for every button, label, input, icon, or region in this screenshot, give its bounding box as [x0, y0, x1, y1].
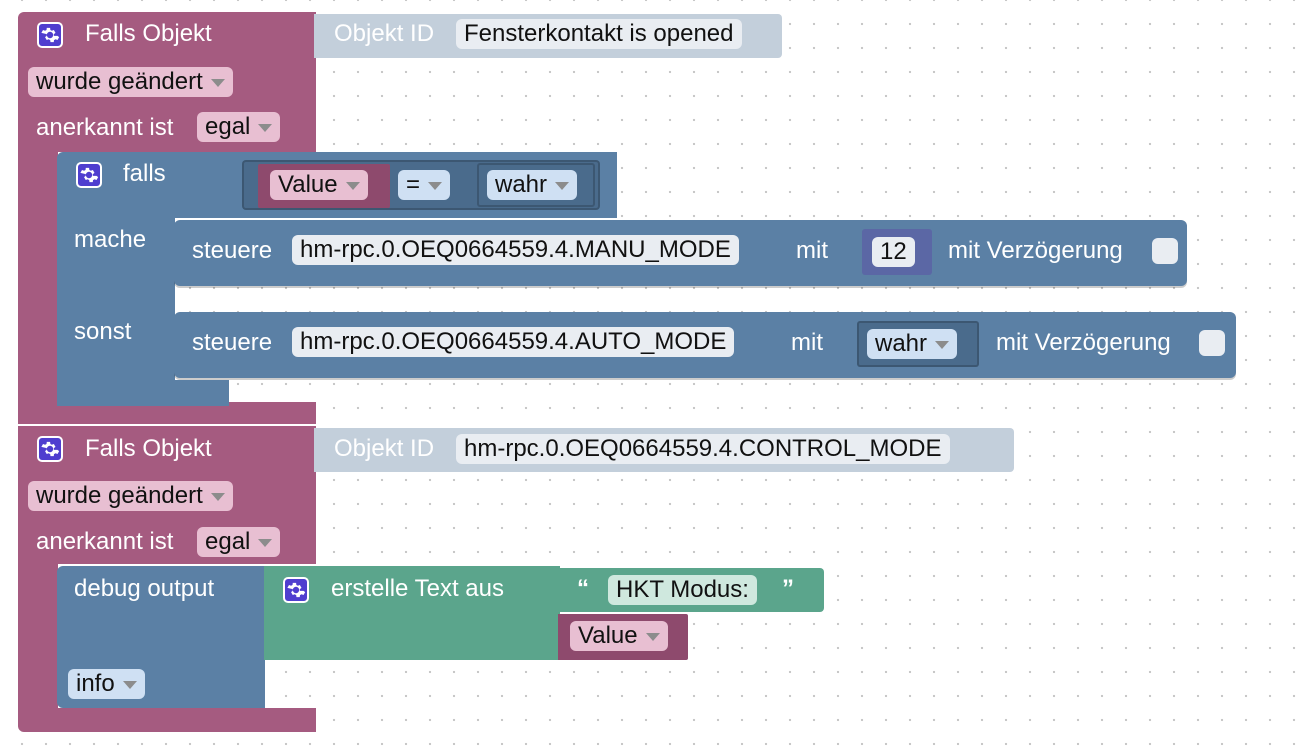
mit-label: mit	[791, 329, 823, 356]
string-field[interactable]: HKT Modus:	[608, 575, 757, 605]
trigger-dropdown[interactable]: wurde geändert	[28, 67, 233, 97]
open-quote-icon: “	[577, 575, 589, 602]
gear-icon[interactable]	[37, 22, 63, 48]
object-id-label: Objekt ID	[334, 435, 435, 462]
steuere-label: steuere	[192, 329, 273, 356]
delay-label: mit Verzögerung	[996, 329, 1171, 356]
falls-label: falls	[123, 160, 166, 187]
delay-label: mit Verzögerung	[948, 237, 1123, 264]
mit-label: mit	[796, 237, 828, 264]
ack-label: anerkannt ist	[36, 114, 174, 141]
checkbox-icon[interactable]	[1199, 330, 1225, 356]
boolean-dropdown[interactable]: wahr	[487, 170, 578, 200]
event-block-1-footer	[18, 402, 316, 424]
if-else-rail	[57, 210, 175, 406]
number-field[interactable]: 12	[872, 237, 915, 267]
object-field-auto[interactable]: hm-rpc.0.OEQ0664559.4.AUTO_MODE	[292, 327, 735, 357]
event-title: Falls Objekt	[85, 435, 212, 462]
trigger-dropdown[interactable]: wurde geändert	[28, 481, 233, 511]
object-id-label: Objekt ID	[334, 20, 435, 47]
value-dropdown[interactable]: Value	[570, 621, 668, 651]
object-id-field[interactable]: hm-rpc.0.OEQ0664559.4.CONTROL_MODE	[456, 434, 950, 464]
event-title: Falls Objekt	[85, 20, 212, 47]
value-dropdown[interactable]: Value	[270, 170, 368, 200]
event-block-1-left-rail	[18, 140, 58, 410]
boolean-dropdown[interactable]: wahr	[867, 329, 958, 359]
debug-label: debug output	[74, 575, 215, 602]
event-block-2-footer	[18, 708, 316, 732]
sonst-label: sonst	[74, 318, 132, 345]
log-level-dropdown[interactable]: info	[68, 669, 145, 699]
close-quote-icon: ”	[782, 575, 794, 602]
steuere-label: steuere	[192, 237, 273, 264]
object-field-manu[interactable]: hm-rpc.0.OEQ0664559.4.MANU_MODE	[292, 235, 739, 265]
text-join-block[interactable]	[264, 566, 560, 660]
event-block-2-left-rail	[18, 560, 58, 720]
object-id-field[interactable]: Fensterkontakt is opened	[456, 19, 742, 49]
checkbox-icon[interactable]	[1152, 238, 1178, 264]
ack-dropdown[interactable]: egal	[197, 112, 281, 142]
ack-dropdown[interactable]: egal	[197, 527, 281, 557]
operator-dropdown[interactable]: =	[398, 170, 451, 200]
text-join-label: erstelle Text aus	[331, 575, 504, 602]
gear-icon[interactable]	[37, 436, 63, 462]
if-else-bottom	[57, 380, 229, 406]
gear-icon[interactable]	[76, 162, 102, 188]
mache-label: mache	[74, 226, 147, 253]
gear-icon[interactable]	[283, 577, 309, 603]
ack-label: anerkannt ist	[36, 528, 174, 555]
